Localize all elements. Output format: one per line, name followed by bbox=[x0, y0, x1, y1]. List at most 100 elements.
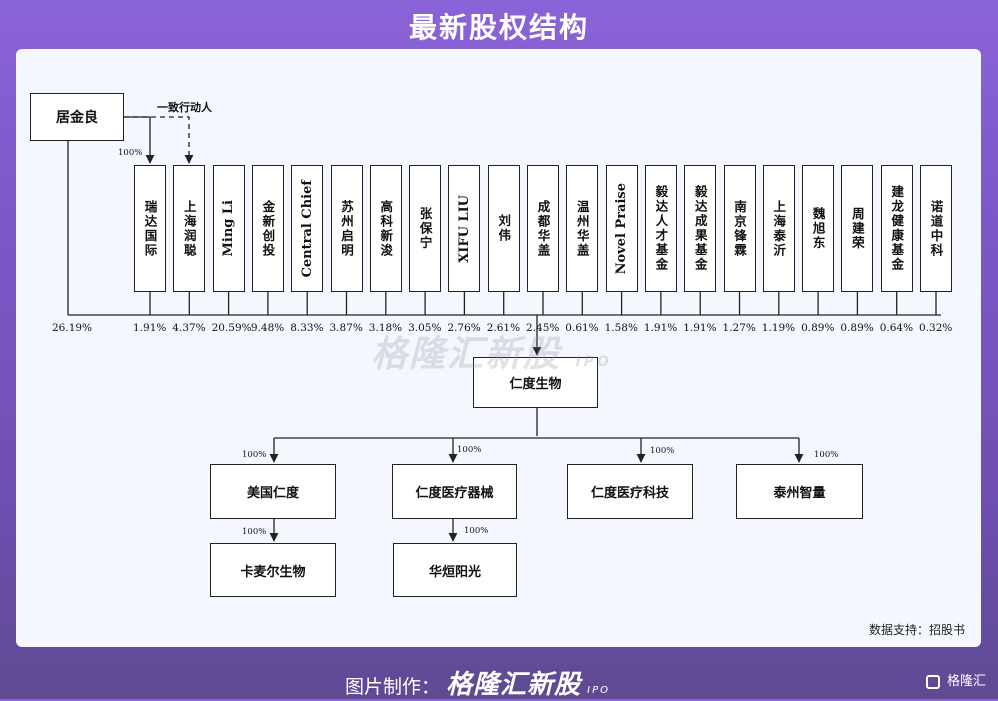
shareholder-box: 温州华盖 bbox=[566, 165, 599, 292]
shareholder-pct: 0.64% bbox=[879, 322, 914, 334]
page-title: 最新股权结构 bbox=[408, 11, 589, 44]
shareholder-box: Ming Li bbox=[212, 165, 245, 292]
subsidiary-name: 仁度医疗科技 bbox=[590, 486, 669, 501]
shareholder-box: 毅达成果基金 bbox=[684, 165, 717, 292]
shareholder-pct: 20.59% bbox=[211, 322, 252, 334]
watermark: 格隆汇新股 IPO bbox=[371, 325, 612, 377]
subsidiary-name: 仁度医疗器械 bbox=[415, 486, 494, 501]
shareholder-box: 刘伟 bbox=[487, 165, 520, 292]
shareholder-box: 魏旭东 bbox=[802, 165, 835, 292]
shareholder-box: 周建荣 bbox=[841, 165, 874, 292]
footer-credit: 图片制作： 格隆汇新股 IPO bbox=[345, 664, 610, 701]
shareholder-box: 毅达人才基金 bbox=[644, 165, 677, 292]
shareholder-name: 金新创投 bbox=[260, 199, 276, 258]
footer: 图片制作： 格隆汇新股 IPO 格隆汇 bbox=[0, 656, 998, 700]
shareholder-name: 成都华盖 bbox=[535, 199, 551, 258]
shareholder-name: 瑞达国际 bbox=[142, 199, 158, 258]
shareholder-box: 高科新浚 bbox=[369, 165, 402, 292]
subsidiary-name: 泰州智量 bbox=[773, 486, 826, 501]
shareholder-name: 张保宁 bbox=[417, 206, 433, 251]
shareholder-pct: 1.19% bbox=[761, 322, 796, 334]
connector-lines bbox=[67, 116, 941, 542]
shareholder-box: 苏州启明 bbox=[330, 165, 363, 292]
subsidiary-box: 美国仁度 bbox=[210, 464, 336, 519]
shareholder-box: Novel Praise bbox=[605, 165, 638, 292]
watermark-text: 格隆汇新股 bbox=[371, 334, 562, 375]
subsidiary-name: 美国仁度 bbox=[246, 486, 299, 501]
shareholder-pct: 3.18% bbox=[368, 322, 403, 334]
shareholder-name: 南京锋霖 bbox=[732, 199, 747, 258]
top-holder-name: 居金良 bbox=[56, 110, 98, 126]
shareholder-name: 毅达人才基金 bbox=[653, 185, 669, 272]
shareholder-box: 金新创投 bbox=[251, 165, 284, 292]
shareholder-name: 高科新浚 bbox=[378, 199, 394, 258]
concert-label: 一致行动人 bbox=[157, 101, 212, 114]
footer-suffix: IPO bbox=[587, 685, 610, 696]
footer-prefix: 图片制作： bbox=[345, 676, 441, 698]
sub-subsidiary-pct: 100% bbox=[242, 527, 267, 537]
shareholder-name: 诺道中科 bbox=[928, 199, 944, 258]
shareholder-box: 上海润聪 bbox=[173, 165, 206, 292]
shareholder-pct: 0.32% bbox=[919, 322, 953, 334]
shareholder-name: 上海泰沂 bbox=[771, 199, 787, 258]
shareholder-box: 建龙健康基金 bbox=[880, 165, 913, 292]
subsidiary-pct: 100% bbox=[650, 446, 675, 456]
company-box: 仁度生物 bbox=[473, 357, 598, 408]
shareholder-name: Central Chief bbox=[299, 179, 315, 278]
footer-brand: 格隆汇新股 bbox=[446, 670, 582, 700]
shareholder-pct: 1.27% bbox=[722, 322, 756, 334]
shareholder-pct: 2.45% bbox=[526, 322, 560, 334]
shareholder-pct: 2.61% bbox=[486, 322, 521, 334]
shareholder-box: 诺道中科 bbox=[920, 165, 952, 292]
subsidiary-box: 仁度医疗器械 bbox=[392, 464, 517, 519]
company-name: 仁度生物 bbox=[509, 377, 562, 392]
controlled-pct: 100% bbox=[118, 148, 143, 158]
shareholder-pct: 1.91% bbox=[133, 322, 167, 334]
shareholder-box: 张保宁 bbox=[409, 165, 442, 292]
subsidiary-pct: 100% bbox=[242, 450, 267, 460]
top-holder-pct: 26.19% bbox=[52, 322, 93, 334]
shareholder-pct: 9.48% bbox=[250, 322, 285, 334]
subsidiary-pct: 100% bbox=[814, 450, 839, 460]
logo-icon bbox=[925, 674, 940, 689]
shareholder-box: 瑞达国际 bbox=[134, 165, 166, 292]
shareholder-name: Novel Praise bbox=[614, 182, 630, 275]
shareholder-pct: 0.89% bbox=[801, 322, 835, 334]
shareholder-box: 成都华盖 bbox=[527, 165, 559, 292]
shareholder-name: 建龙健康基金 bbox=[889, 185, 905, 272]
footer-logo-text: 格隆汇 bbox=[946, 674, 986, 689]
source-note: 数据支持：招股书 bbox=[868, 623, 965, 637]
shareholder-name: XIFU LIU bbox=[456, 194, 472, 263]
sub-subsidiary-name: 华烜阳光 bbox=[428, 564, 481, 580]
sub-subsidiary-name: 卡麦尔生物 bbox=[240, 564, 306, 580]
shareholder-box: 上海泰沂 bbox=[762, 165, 795, 292]
shareholder-pct: 1.58% bbox=[604, 322, 638, 334]
shareholder-pct: 8.33% bbox=[290, 322, 324, 334]
subsidiary-box: 泰州智量 bbox=[736, 464, 863, 519]
subsidiary-box: 仁度医疗科技 bbox=[567, 464, 693, 519]
shareholder-pct: 3.87% bbox=[329, 322, 363, 334]
shareholder-box: XIFU LIU bbox=[448, 165, 481, 292]
shareholder-name: 苏州启明 bbox=[339, 199, 354, 258]
subsidiary-pct: 100% bbox=[457, 445, 482, 455]
shareholder-box: 南京锋霖 bbox=[723, 165, 756, 292]
shareholder-pct: 1.91% bbox=[683, 322, 717, 334]
shareholder-pct: 0.61% bbox=[565, 322, 599, 334]
shareholder-name: 周建荣 bbox=[849, 206, 865, 251]
top-holder-box: 居金良 bbox=[30, 93, 124, 141]
shareholder-box: Central Chief bbox=[291, 165, 324, 292]
shareholder-pct: 3.05% bbox=[408, 322, 442, 334]
shareholder-name: 上海润聪 bbox=[181, 199, 197, 258]
shareholder-name: 刘伟 bbox=[496, 214, 512, 243]
shareholder-name: 魏旭东 bbox=[810, 206, 826, 251]
shareholder-pct: 1.91% bbox=[643, 322, 678, 334]
sub-subsidiary-box: 华烜阳光 bbox=[393, 543, 517, 597]
shareholder-pct: 2.76% bbox=[447, 322, 481, 334]
sub-subsidiary-pct: 100% bbox=[464, 526, 489, 536]
footer-logo: 格隆汇 bbox=[925, 670, 986, 689]
shareholder-pct: 4.37% bbox=[172, 322, 206, 334]
sub-subsidiary-box: 卡麦尔生物 bbox=[210, 543, 336, 597]
diagram-card: 居金良 26.19% 一致行动人 100% 瑞达国际 1.91% 上海润聪 4.37%… bbox=[16, 49, 981, 647]
shareholder-name: Ming Li bbox=[221, 200, 237, 257]
shareholder-pct: 0.89% bbox=[840, 322, 874, 334]
